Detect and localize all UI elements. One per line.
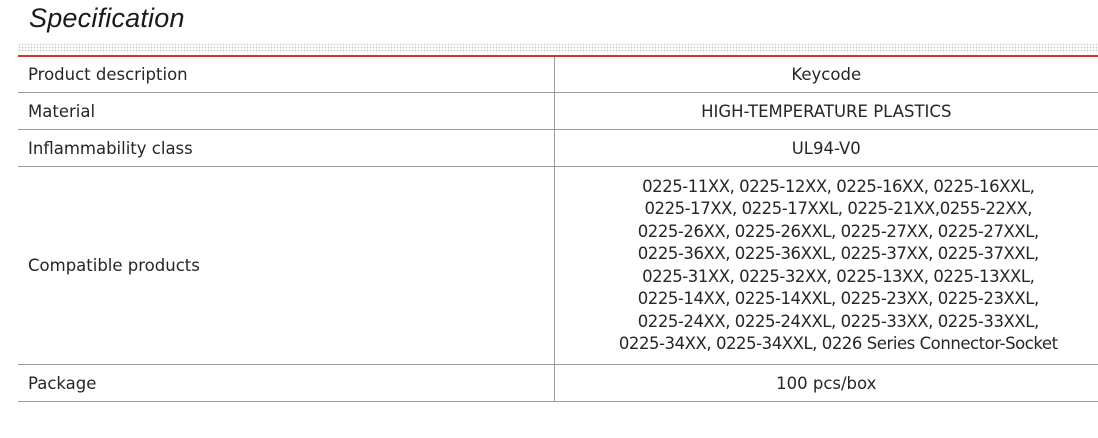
spec-row-product-description: Product description Keycode [18, 57, 1098, 93]
spec-label: Product description [18, 57, 555, 93]
compatible-products-line: 0225-34XX, 0225-34XXL, 0226 Series Conne… [618, 334, 1058, 353]
spec-row-inflammability-class: Inflammability class UL94-V0 [18, 129, 1098, 167]
compatible-products-line: 0225-14XX, 0225-14XXL, 0225-23XX, 0225-2… [637, 289, 1039, 308]
dotted-divider [18, 43, 1098, 53]
compatible-products-line: 0225-31XX, 0225-32XX, 0225-13XX, 0225-13… [642, 266, 1035, 286]
spec-value: UL94-V0 [554, 129, 1098, 167]
spec-label: Package [18, 364, 555, 402]
spec-value: HIGH-TEMPERATURE PLASTICS [554, 92, 1098, 130]
spec-row-material: Material HIGH-TEMPERATURE PLASTICS [18, 92, 1098, 130]
spec-row-package: Package 100 pcs/box [18, 364, 1098, 402]
spec-label: Compatible products [18, 166, 555, 365]
specification-table: Product description Keycode Material HIG… [18, 57, 1098, 402]
page-title: Specification [29, 3, 185, 33]
compatible-products-line: 0225-24XX, 0225-24XXL, 0225-33XX, 0225-3… [637, 311, 1039, 331]
spec-label: Material [18, 92, 555, 130]
spec-row-compatible-products: Compatible products 0225-11XX, 0225-12XX… [18, 166, 1098, 365]
compatible-products-line: 0225-36XX, 0225-36XXL, 0225-37XX, 0225-3… [637, 244, 1039, 263]
compatible-products-line: 0225-11XX, 0225-12XX, 0225-16XX, 0225-16… [642, 176, 1035, 196]
spec-value: Keycode [554, 57, 1098, 93]
spec-label: Inflammability class [18, 129, 555, 167]
compatible-products-line: 0225-17XX, 0225-17XXL, 0225-21XX,0255-22… [644, 199, 1032, 218]
compatible-products-line: 0225-26XX, 0225-26XXL, 0225-27XX, 0225-2… [637, 221, 1039, 241]
compatible-products-list: 0225-11XX, 0225-12XX, 0225-16XX, 0225-16… [554, 166, 1098, 365]
spec-value: 100 pcs/box [554, 364, 1098, 402]
accent-rule [18, 55, 1098, 57]
